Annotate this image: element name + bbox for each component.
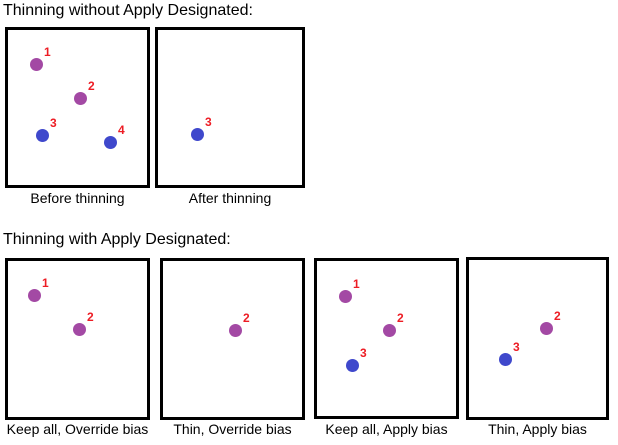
caption-thin-override-bias: Thin, Override bias <box>173 421 292 437</box>
data-point-label: 3 <box>205 115 212 129</box>
panel-keep-all-apply-bias: 1 2 3 <box>314 258 459 419</box>
purple-dot-icon <box>228 323 242 337</box>
data-point-label: 2 <box>87 310 94 324</box>
caption-keep-all-override-bias: Keep all, Override bias <box>6 421 149 437</box>
caption-keep-all-apply-bias: Keep all, Apply bias <box>325 421 448 437</box>
data-point-label: 2 <box>243 311 250 325</box>
caption-after-thinning: After thinning <box>188 190 272 206</box>
purple-dot-icon <box>338 289 352 303</box>
data-point-label: 3 <box>360 346 367 360</box>
blue-dot-icon <box>190 127 204 141</box>
section-title-without-apply: Thinning without Apply Designated: <box>3 2 253 19</box>
data-point-label: 1 <box>44 45 51 59</box>
blue-dot-icon <box>35 128 49 142</box>
purple-dot-icon <box>73 91 87 105</box>
data-point-label: 1 <box>353 277 360 291</box>
dot-layer: 3 <box>155 27 299 182</box>
purple-dot-icon <box>539 321 553 335</box>
purple-dot-icon <box>27 288 41 302</box>
panel-before-thinning: 1 2 3 4 <box>5 27 150 188</box>
purple-dot-icon <box>72 322 86 336</box>
data-point-label: 4 <box>118 123 125 137</box>
blue-dot-icon <box>498 352 512 366</box>
data-point-label: 3 <box>513 340 520 354</box>
blue-dot-icon <box>103 135 117 149</box>
data-point-label: 2 <box>397 311 404 325</box>
data-point-label: 1 <box>42 276 49 290</box>
panel-after-thinning: 3 <box>155 27 305 188</box>
panel-thin-override-bias: 2 <box>160 258 305 420</box>
data-point-label: 3 <box>50 116 57 130</box>
data-point-label: 2 <box>554 309 561 323</box>
purple-dot-icon <box>29 57 43 71</box>
dot-layer: 1 2 3 4 <box>5 27 144 182</box>
dot-layer: 1 2 3 <box>314 258 453 413</box>
data-point-label: 2 <box>88 79 95 93</box>
blue-dot-icon <box>345 358 359 372</box>
section-title-with-apply: Thinning with Apply Designated: <box>3 231 231 248</box>
caption-thin-apply-bias: Thin, Apply bias <box>488 421 587 437</box>
dot-layer: 2 <box>160 258 299 414</box>
caption-before-thinning: Before thinning <box>30 190 125 206</box>
purple-dot-icon <box>382 323 396 337</box>
